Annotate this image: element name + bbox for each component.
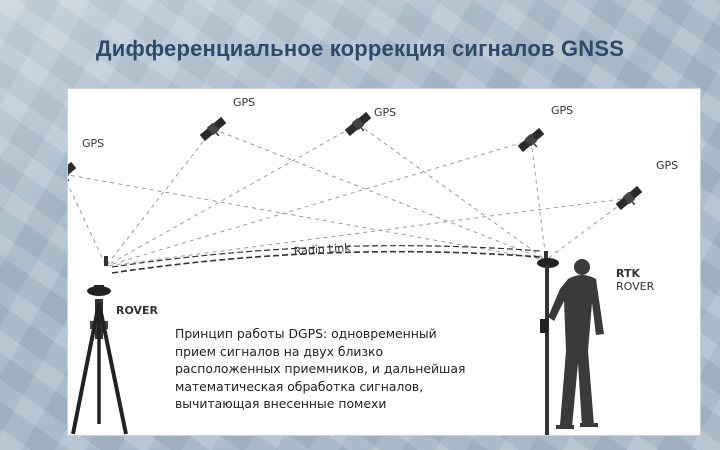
gps-satellite-1: GPS bbox=[68, 137, 104, 190]
rtk-label: RTK bbox=[616, 267, 640, 280]
rtk-base-station: RTK ROVER bbox=[537, 251, 655, 435]
gps-satellite-3: GPS bbox=[344, 106, 396, 140]
gps-satellite-4: GPS bbox=[517, 104, 573, 156]
rover-label: ROVER bbox=[116, 304, 159, 317]
gps-satellite-2: GPS bbox=[199, 96, 255, 145]
diagram-panel: Radio Link GPS GPS GPS GPS GPS bbox=[67, 88, 701, 436]
rtk-rover-label: ROVER bbox=[616, 280, 655, 293]
description-text: Принцип работы DGPS: одновременный прием… bbox=[175, 325, 475, 413]
gps-label: GPS bbox=[233, 96, 255, 109]
rover-tripod: ROVER bbox=[73, 256, 159, 434]
gps-label: GPS bbox=[82, 137, 104, 150]
gps-label: GPS bbox=[656, 159, 678, 172]
gps-satellite-5: GPS bbox=[615, 159, 678, 214]
gps-label: GPS bbox=[374, 106, 396, 119]
radio-link-label: Radio Link bbox=[293, 241, 351, 258]
slide-title: Дифференциальное коррекция сигналов GNSS bbox=[0, 36, 720, 62]
gps-label: GPS bbox=[551, 104, 573, 117]
